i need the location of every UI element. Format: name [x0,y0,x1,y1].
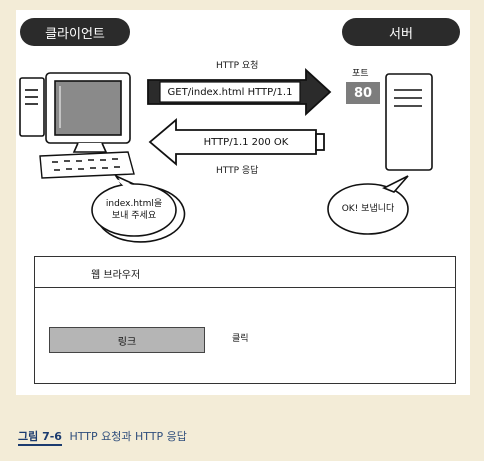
link-button[interactable]: 링크 [49,327,205,353]
web-browser-window: 웹 브라우저 링크 [34,256,456,384]
client-tower-icon [19,77,45,137]
port-label: 포트 [352,69,369,79]
request-title: HTTP 요청 [216,61,259,71]
server-speech-bubble-icon [327,175,409,235]
client-bubble-line-2: 보내 주세요 [111,211,157,221]
request-arrow-icon [147,67,332,117]
client-speech-bubble-icon [91,174,186,243]
client-label: 클라이언트 [20,18,130,46]
client-monitor-icon [45,72,131,153]
server-bubble-text: OK! 보냅니다 [341,204,395,214]
client-bubble-line-1: index.html을 [105,199,163,209]
server-label: 서버 [342,18,460,46]
diagram-panel: 클라이언트 서버 HTTP 요청 GET/index.html HTTP/1.1… [16,10,470,395]
response-arrow-icon [148,118,325,166]
figure-number: 그림 7-6 [18,430,62,446]
response-text: HTTP/1.1 200 OK [203,136,289,148]
caption-text: HTTP 요청과 HTTP 응답 [69,430,187,443]
request-text: GET/index.html HTTP/1.1 [167,86,293,98]
port-number: 80 [346,82,380,104]
browser-title: 웹 브라우저 [91,270,141,281]
click-label: 클릭 [232,334,249,344]
client-bubble-text: index.html을 보내 주세요 [96,198,172,222]
server-icon [385,73,433,171]
browser-title-divider [35,287,455,288]
diagram-drawing [19,67,433,356]
figure-caption: 그림 7-6 HTTP 요청과 HTTP 응답 [18,428,187,446]
response-title: HTTP 응답 [216,166,259,176]
client-keyboard-icon [39,151,135,179]
